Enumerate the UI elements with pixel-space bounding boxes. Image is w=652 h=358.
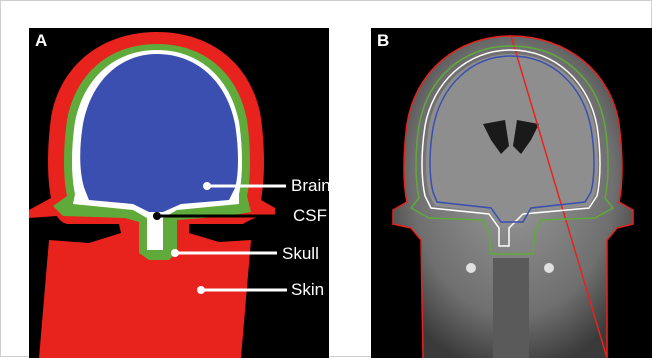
brain-leader-dot <box>203 182 211 190</box>
panel-a-letter: A <box>35 31 47 51</box>
skin-leader-dot <box>197 286 205 294</box>
mri-brain-tissue <box>426 54 598 228</box>
csf-label: CSF <box>293 206 327 226</box>
brain-label: Brain <box>291 176 329 196</box>
mri-vessel-right <box>544 263 554 273</box>
panel-a-segmentation: A Brain CSF Skull Skin <box>29 28 329 358</box>
segmentation-drawing <box>29 28 329 358</box>
panel-b-mri-overlay: B <box>371 28 652 358</box>
skull-leader-dot <box>171 249 179 257</box>
mri-vessel-left <box>466 263 476 273</box>
mri-drawing <box>371 28 652 358</box>
panel-b-letter: B <box>377 31 389 51</box>
skin-label: Skin <box>291 280 324 300</box>
mri-spine <box>493 258 529 358</box>
skull-label: Skull <box>282 244 319 264</box>
csf-leader-dot <box>153 212 161 220</box>
